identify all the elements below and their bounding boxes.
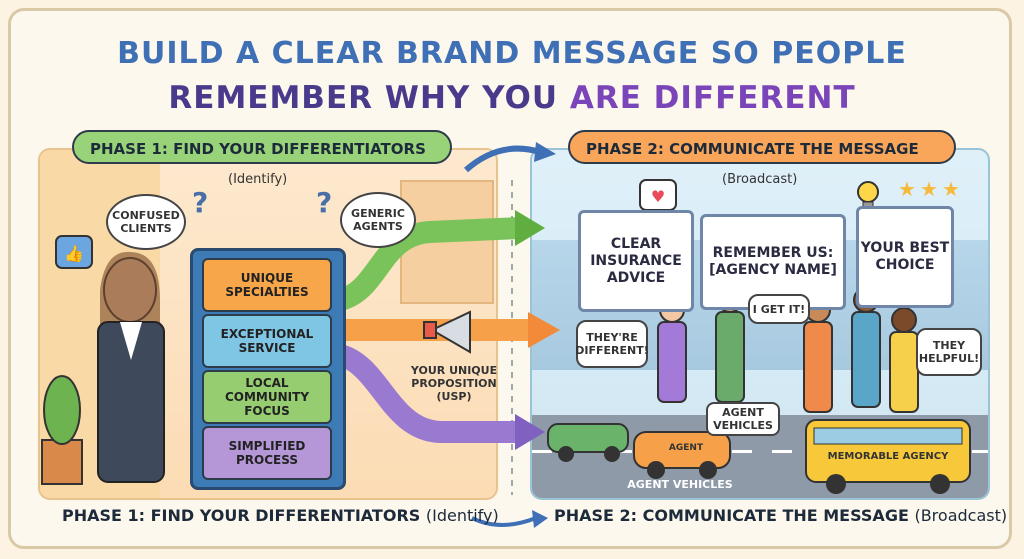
top-arrow-head bbox=[534, 142, 556, 162]
phase2-sub: (Broadcast) bbox=[722, 172, 798, 187]
orange-arrow-head bbox=[528, 312, 560, 348]
bubble-generic-agents: GENERIC AGENTS bbox=[340, 192, 416, 248]
car-text: AGENT bbox=[668, 443, 704, 453]
orange-car bbox=[633, 431, 731, 479]
people-group bbox=[657, 287, 919, 413]
megaphone-icon bbox=[423, 310, 471, 354]
speech-i-get-it: I GET IT! bbox=[748, 294, 810, 324]
question-mark-icon: ? bbox=[316, 186, 333, 219]
green-car bbox=[547, 423, 629, 462]
footer-phase1-bold: PHASE 1: FIND YOUR DIFFERENTIATORS bbox=[62, 506, 421, 525]
star-icon: ★★★ bbox=[898, 177, 960, 201]
card-simplified-process: SIMPLIFIED PROCESS bbox=[202, 426, 332, 480]
footer-phase2-bold: PHASE 2: COMMUNICATE THE MESSAGE bbox=[554, 506, 909, 525]
footer-phase1: PHASE 1: FIND YOUR DIFFERENTIATORS (Iden… bbox=[62, 506, 499, 525]
bubble-confused-clients: CONFUSED CLIENTS bbox=[106, 194, 186, 250]
label-agent-vehicles-road: AGENT VEHICLES bbox=[627, 478, 733, 491]
lightbulb-icon bbox=[857, 181, 879, 210]
road-lines bbox=[532, 450, 988, 453]
card-local-community: LOCAL COMMUNITY FOCUS bbox=[202, 370, 332, 424]
usp-label: YOUR UNIQUE PROPOSITION (USP) bbox=[410, 364, 498, 403]
footer-arrow bbox=[471, 516, 537, 527]
card-exceptional-service: EXCEPTIONAL SERVICE bbox=[202, 314, 332, 368]
label-agent-vehicles: AGENT VEHICLES bbox=[706, 402, 780, 436]
svg-text:👍: 👍 bbox=[64, 244, 84, 263]
heart-icon: ♥ bbox=[639, 179, 677, 211]
green-arrow bbox=[329, 217, 531, 311]
phase1-sub: (Identify) bbox=[228, 172, 288, 187]
top-arrow bbox=[464, 145, 541, 173]
speech-theyre-different: THEY'RE DIFFERENT! bbox=[575, 320, 649, 368]
title-line-1: BUILD A CLEAR BRAND MESSAGE SO PEOPLE bbox=[117, 36, 907, 71]
bus bbox=[805, 419, 971, 494]
plant bbox=[41, 375, 83, 485]
title-line-2: REMEMBER WHY YOU ARE DIFFERENT bbox=[0, 80, 1024, 116]
svg-text:♥: ♥ bbox=[651, 187, 665, 206]
title-line-2-a: REMEMBER WHY YOU bbox=[168, 80, 570, 116]
purple-arrow-head bbox=[515, 414, 545, 450]
thumbs-up-icon: 👍 bbox=[55, 235, 93, 269]
footer-phase1-light: (Identify) bbox=[425, 506, 499, 525]
svg-text:★: ★ bbox=[920, 177, 938, 201]
sign-clear-insurance-advice: CLEAR INSURANCE ADVICE bbox=[578, 210, 694, 312]
phase1-pill: PHASE 1: FIND YOUR DIFFERENTIATORS bbox=[72, 130, 452, 164]
footer-arrow-head bbox=[532, 510, 548, 528]
question-mark-icon: ? bbox=[192, 186, 209, 219]
footer-phase2: PHASE 2: COMMUNICATE THE MESSAGE (Broadc… bbox=[554, 506, 1007, 525]
speech-they-helpful: THEY HELPFUL! bbox=[916, 328, 982, 376]
footer-phase2-light: (Broadcast) bbox=[914, 506, 1008, 525]
title-line-2-b: ARE DIFFERENT bbox=[569, 80, 856, 116]
phase2-pill: PHASE 2: COMMUNICATE THE MESSAGE bbox=[568, 130, 956, 164]
green-arrow-head bbox=[515, 210, 545, 246]
sign-your-best-choice: YOUR BEST CHOICE bbox=[856, 206, 954, 308]
presenter-woman bbox=[97, 251, 165, 483]
bus-text: MEMORABLE AGENCY bbox=[827, 451, 949, 462]
svg-text:★: ★ bbox=[942, 177, 960, 201]
svg-text:★: ★ bbox=[898, 177, 916, 201]
card-unique-specialties: UNIQUE SPECIALTIES bbox=[202, 258, 332, 312]
purple-arrow bbox=[329, 344, 531, 443]
